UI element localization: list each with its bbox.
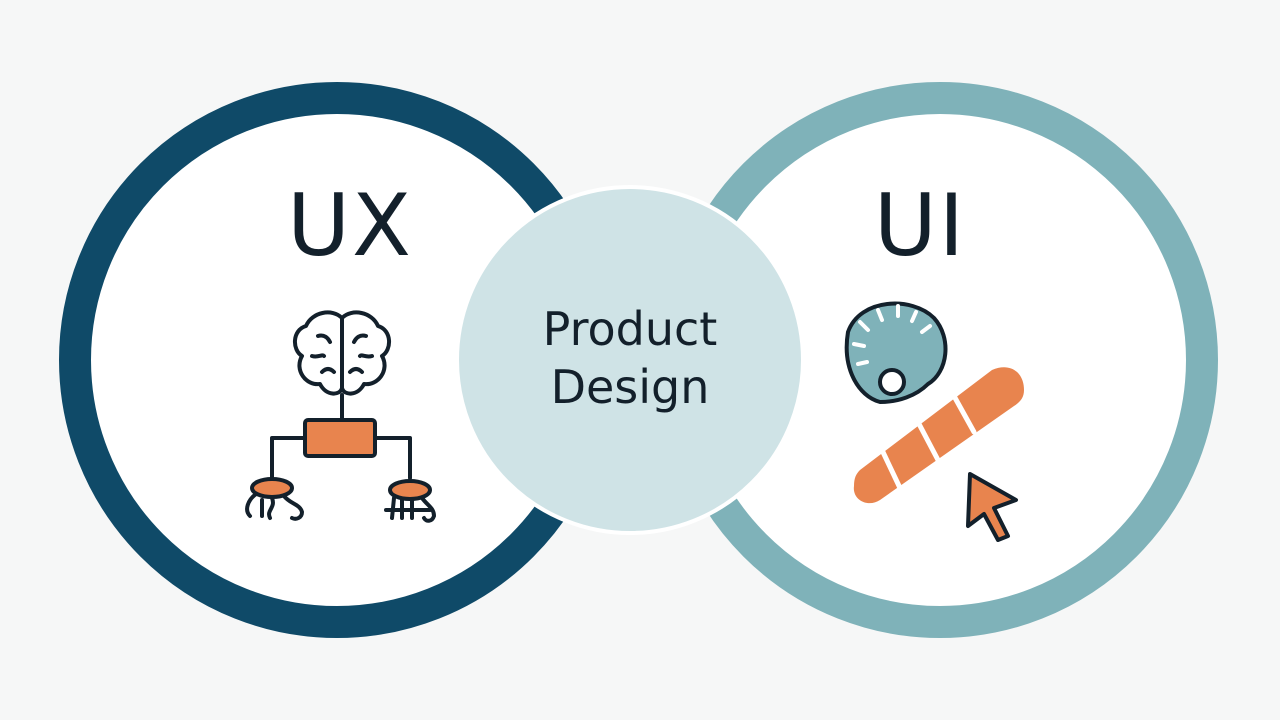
process-box-icon: [303, 418, 377, 458]
product-design-line-1: Product: [542, 302, 718, 356]
ui-title: UI: [873, 176, 967, 276]
slider-bar-icon: [853, 367, 1024, 504]
ux-title: UX: [287, 176, 413, 276]
brain-icon: [293, 310, 344, 396]
brain-flow-icon: [245, 310, 436, 523]
product-design-line-2: Design: [550, 360, 710, 414]
cursor-icon: [966, 472, 1018, 542]
product-design-label: Product Design: [470, 300, 790, 416]
product-design-circle: [455, 185, 805, 535]
dial-icon: [844, 301, 948, 404]
